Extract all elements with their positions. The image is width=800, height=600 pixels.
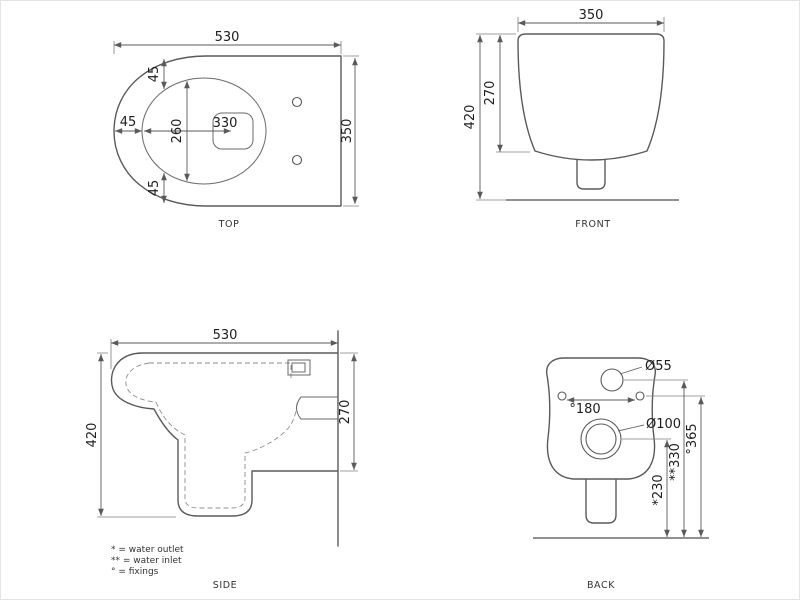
- dim-label-body-height: 270: [483, 81, 498, 106]
- dim-label-fixing-span: °180: [569, 402, 600, 417]
- fixing-hole: [291, 154, 303, 166]
- dim-label-rim-top: 45: [147, 66, 162, 83]
- side-view-outline: [110, 352, 339, 517]
- front-view-outline: [517, 33, 665, 161]
- dim-label-overall-height: 420: [463, 105, 478, 130]
- leader-outlet-diameter: [617, 424, 645, 432]
- back-view-outline: [545, 357, 657, 480]
- inlet-channel-dashed: [149, 362, 292, 381]
- outlet-pipe-back: [585, 479, 617, 524]
- water-inlet-hole: [600, 368, 624, 392]
- view-label-side: SIDE: [213, 580, 238, 591]
- view-label-back: BACK: [587, 580, 615, 591]
- water-outlet-hole-outer: [580, 418, 622, 460]
- top-view: 530 350 45 330 45 260 45 TOP: [113, 30, 359, 230]
- dim-label-inlet-height: **330: [668, 443, 683, 481]
- dim-label-outlet-diameter: Ø100: [646, 417, 681, 432]
- inlet-connector: [287, 359, 311, 376]
- fixing-hole: [635, 391, 645, 401]
- legend-water-outlet: * = water outlet: [111, 545, 184, 555]
- fixing-hole: [291, 96, 303, 108]
- dim-label-overall-depth: 350: [340, 119, 355, 144]
- bowl-rim-dashed: [125, 362, 157, 403]
- legend-fixings: ° = fixings: [111, 567, 159, 577]
- trapway-dashed: [155, 400, 298, 509]
- dim-label-overall-depth: 530: [213, 328, 238, 343]
- dim-label-inlet-diameter: Ø55: [645, 359, 672, 374]
- dim-label-rim-bottom: 45: [147, 180, 162, 197]
- view-label-front: FRONT: [575, 219, 610, 230]
- dim-label-front-rim: 45: [120, 115, 137, 130]
- extension-lines: [97, 339, 358, 518]
- fixing-hole: [557, 391, 567, 401]
- back-view: Ø55 Ø100 °180 *230 **330 °365 BACK: [533, 357, 709, 591]
- outlet-spigot-side: [296, 396, 338, 420]
- dim-label-bowl-length: 260: [170, 119, 185, 144]
- dim-label-body-height: 270: [338, 400, 353, 425]
- dim-label-outlet-distance: 330: [213, 116, 238, 131]
- side-view: 530 420 270 * = water outlet ** = water …: [85, 328, 358, 591]
- extension-lines: [622, 379, 705, 440]
- legend-water-inlet: ** = water inlet: [111, 556, 182, 566]
- outlet-pipe-front: [576, 159, 606, 190]
- dim-label-overall-width: 530: [215, 30, 240, 45]
- dim-label-overall-height: 420: [85, 423, 100, 448]
- dim-label-overall-width: 350: [579, 8, 604, 23]
- inlet-connector-inner: [291, 362, 306, 373]
- water-outlet-hole-inner: [585, 423, 617, 455]
- extension-lines: [476, 17, 665, 201]
- leader-inlet-diameter: [619, 366, 643, 375]
- front-view: 350 270 420 FRONT: [463, 8, 679, 230]
- dim-label-fixing-height: °365: [685, 423, 700, 454]
- view-label-top: TOP: [218, 219, 240, 230]
- dim-label-outlet-height: *230: [651, 474, 666, 505]
